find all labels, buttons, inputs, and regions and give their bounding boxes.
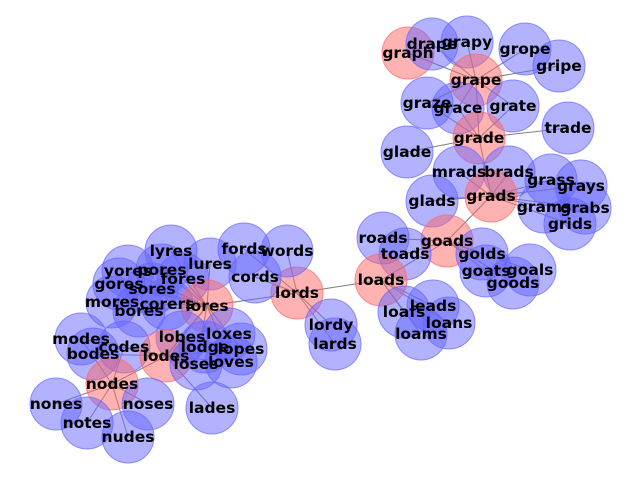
node-grads bbox=[464, 169, 518, 223]
node-label-grope: grope bbox=[500, 40, 551, 58]
node-lades bbox=[185, 381, 239, 435]
node-label-grapy: grapy bbox=[442, 33, 492, 51]
node-label-lobes: lobes bbox=[159, 328, 206, 346]
node-label-roads: roads bbox=[358, 229, 407, 247]
node-label-graze: graze bbox=[403, 94, 452, 112]
node-label-goats: goats bbox=[462, 262, 511, 280]
node-label-loves: loves bbox=[208, 353, 254, 371]
node-label-pores: pores bbox=[137, 261, 186, 279]
node-label-grams: grams bbox=[517, 198, 572, 216]
node-trade bbox=[541, 101, 595, 155]
node-label-lodge: lodge bbox=[181, 338, 230, 356]
node-label-goals: goals bbox=[507, 261, 554, 279]
node-label-gripe: gripe bbox=[536, 57, 582, 75]
node-label-brads: brads bbox=[484, 163, 534, 181]
node-label-grids: grids bbox=[548, 215, 592, 233]
node-gripe bbox=[532, 39, 586, 93]
node-label-lords: lords bbox=[275, 284, 319, 302]
node-glade bbox=[380, 125, 434, 179]
node-label-lores: lores bbox=[185, 297, 228, 315]
node-label-loads: loads bbox=[358, 271, 405, 289]
node-label-glads: glads bbox=[408, 192, 455, 210]
node-label-loses: loses bbox=[174, 355, 219, 373]
node-label-lyres: lyres bbox=[150, 242, 193, 260]
node-label-bodes: bodes bbox=[67, 345, 120, 363]
node-label-lards: lards bbox=[313, 335, 357, 353]
node-label-leads: leads bbox=[410, 297, 457, 315]
node-label-gores: gores bbox=[94, 275, 143, 293]
node-grids bbox=[543, 197, 597, 251]
node-label-grays: grays bbox=[557, 177, 605, 195]
node-label-yores: yores bbox=[104, 262, 152, 280]
node-label-notes: notes bbox=[63, 414, 112, 432]
node-label-corers: corers bbox=[140, 295, 195, 313]
node-label-noses: noses bbox=[123, 395, 174, 413]
node-label-grabs: grabs bbox=[560, 199, 610, 217]
node-label-goads: goads bbox=[421, 232, 474, 250]
node-label-words: words bbox=[261, 242, 314, 260]
node-label-mrads: mrads bbox=[432, 163, 487, 181]
node-label-modes: modes bbox=[52, 330, 110, 348]
node-label-nudes: nudes bbox=[102, 428, 155, 446]
node-label-cords: cords bbox=[231, 268, 279, 286]
node-label-grate: grate bbox=[489, 97, 536, 115]
node-label-loams: loams bbox=[395, 325, 447, 343]
node-label-nodes: nodes bbox=[86, 375, 139, 393]
node-label-toads: toads bbox=[381, 245, 430, 263]
node-label-goods: goods bbox=[487, 274, 540, 292]
node-label-loxes: loxes bbox=[206, 325, 252, 343]
node-label-loans: loans bbox=[426, 314, 473, 332]
node-label-lodes: lodes bbox=[143, 347, 190, 365]
node-label-lordy: lordy bbox=[309, 316, 354, 334]
node-label-nones: nones bbox=[30, 395, 82, 413]
node-label-grape: grape bbox=[451, 71, 502, 89]
node-label-lures: lures bbox=[188, 255, 232, 273]
node-grate bbox=[486, 79, 540, 133]
node-label-sores: sores bbox=[128, 280, 175, 298]
node-loves bbox=[204, 335, 258, 389]
node-label-mores: mores bbox=[85, 293, 139, 311]
node-lards bbox=[308, 317, 362, 371]
node-label-graph: graph bbox=[382, 44, 433, 62]
node-label-grade: grade bbox=[454, 129, 505, 147]
node-label-glade: glade bbox=[383, 143, 431, 161]
node-goods bbox=[486, 256, 540, 310]
node-label-loafs: loafs bbox=[383, 303, 425, 321]
node-label-grads: grads bbox=[466, 187, 516, 205]
node-nudes bbox=[101, 410, 155, 464]
node-label-bores: bores bbox=[114, 302, 163, 320]
node-label-lopes: lopes bbox=[218, 340, 265, 358]
node-label-grace: grace bbox=[434, 99, 483, 117]
node-label-codes: codes bbox=[99, 338, 150, 356]
node-label-grass: grass bbox=[527, 171, 575, 189]
node-label-drape: drape bbox=[407, 35, 458, 53]
node-loams bbox=[394, 307, 448, 361]
node-label-lades: lades bbox=[189, 399, 236, 417]
node-label-fords: fords bbox=[221, 240, 266, 258]
node-label-fores: fores bbox=[161, 270, 206, 288]
node-label-golds: golds bbox=[458, 245, 505, 263]
node-label-trade: trade bbox=[544, 119, 591, 137]
